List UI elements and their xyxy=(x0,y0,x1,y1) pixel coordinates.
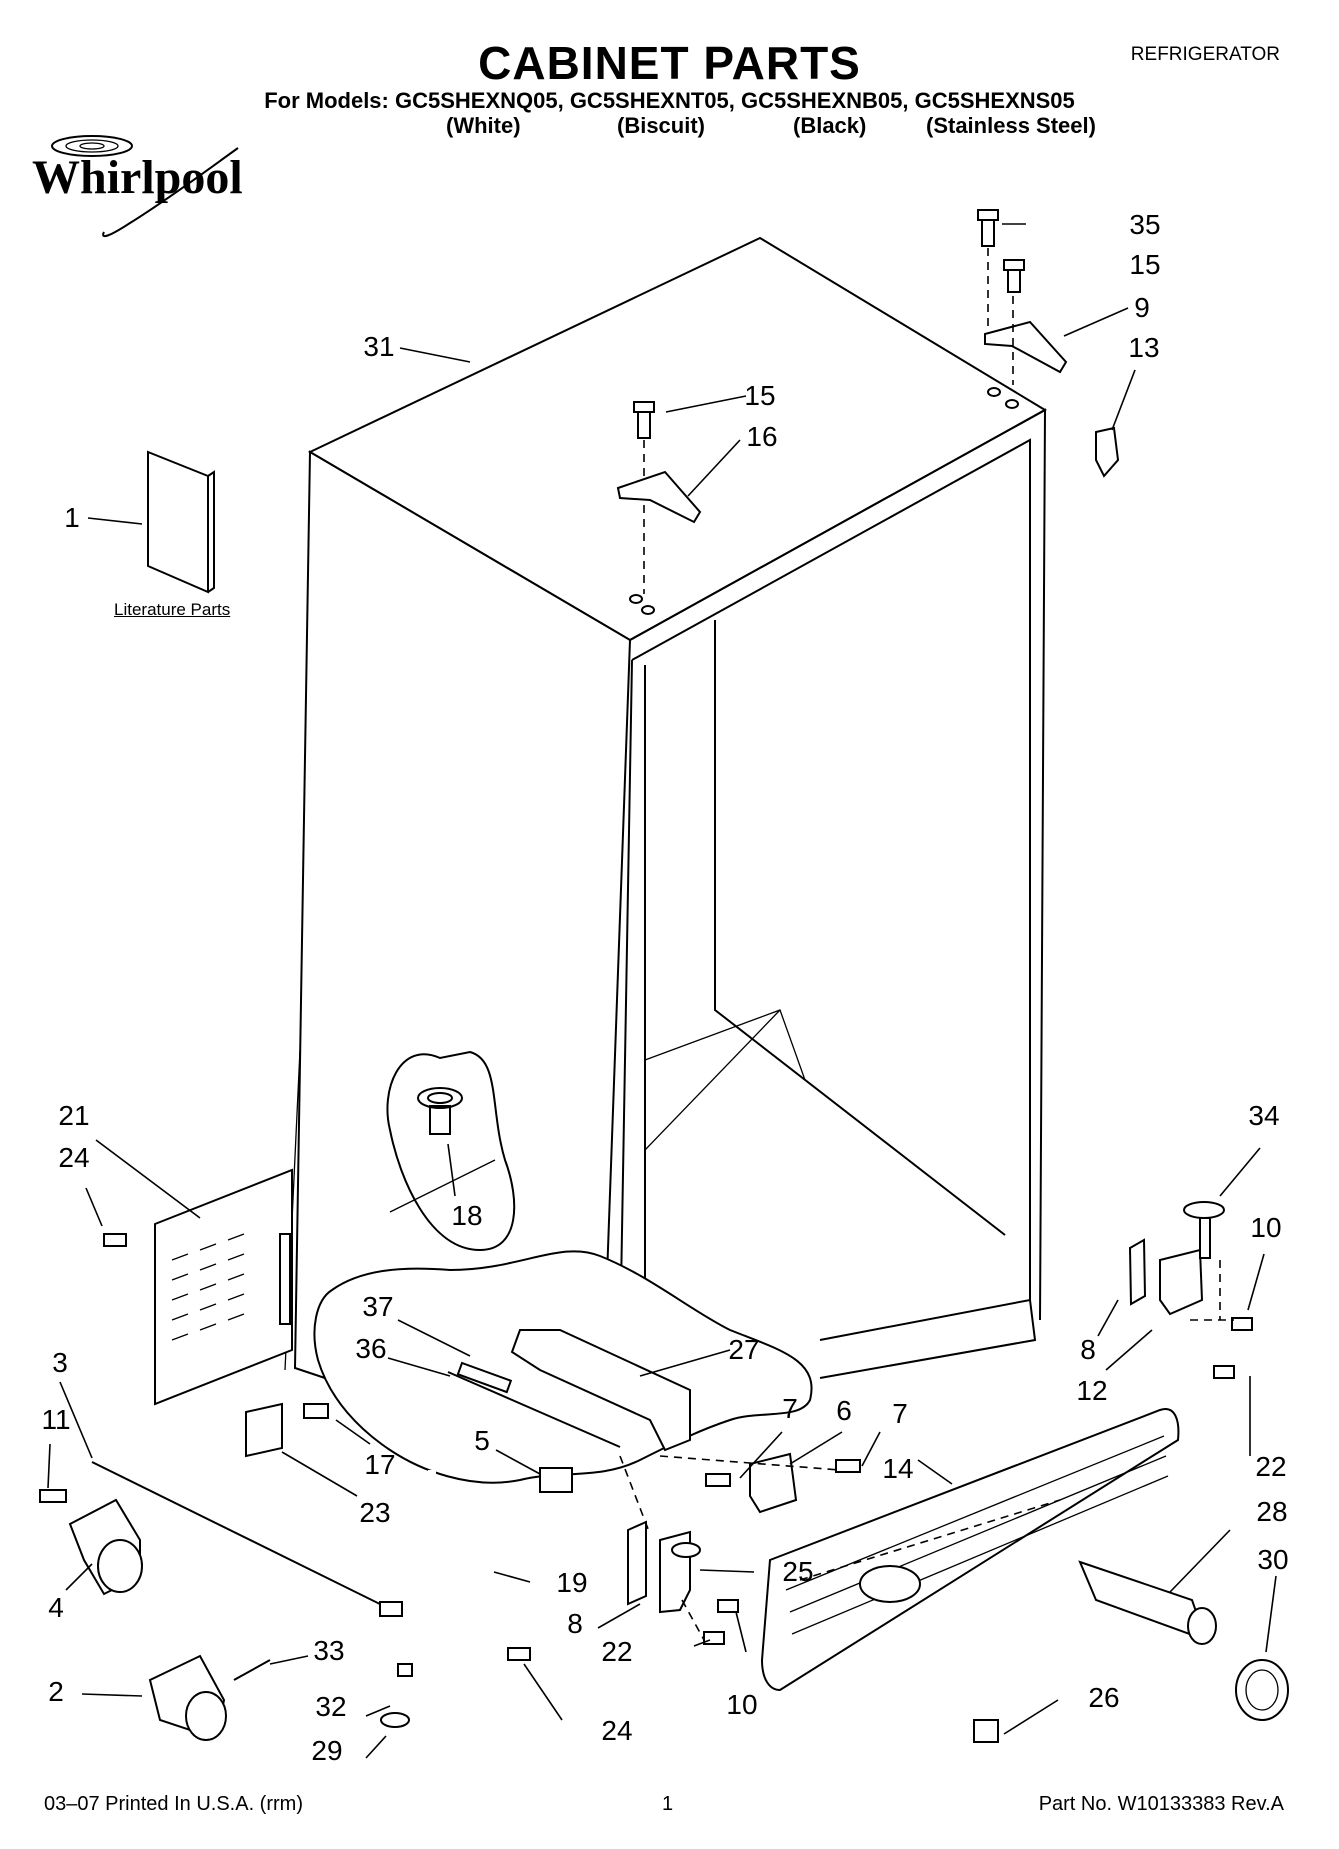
brand-name: Whirlpool xyxy=(32,151,243,204)
callout-3: 3 xyxy=(52,1347,68,1378)
callout-34: 34 xyxy=(1248,1100,1280,1131)
callout-6: 6 xyxy=(836,1395,852,1426)
callout-35: 35 xyxy=(1129,209,1161,240)
part-number: Part No. W10133383 Rev.A xyxy=(1038,1793,1284,1815)
top-hardware xyxy=(616,209,1120,594)
callout-24: 24 xyxy=(58,1142,90,1173)
callout-29: 29 xyxy=(311,1735,343,1766)
variant-biscuit: (Biscuit) xyxy=(617,113,705,138)
callout-11: 11 xyxy=(41,1404,71,1435)
drain-tube xyxy=(428,1470,498,1660)
callout-31: 31 xyxy=(363,331,395,362)
callout-27: 27 xyxy=(728,1334,760,1365)
literature-booklet xyxy=(147,450,209,594)
rear-access-panel xyxy=(154,1168,293,1406)
variant-black: (Black) xyxy=(793,113,867,138)
leveling-rod xyxy=(91,1461,393,1611)
callout-26: 26 xyxy=(1088,1682,1120,1713)
callout-25: 25 xyxy=(782,1556,814,1587)
callout-7: 7 xyxy=(782,1393,798,1424)
toe-grille xyxy=(760,1408,1180,1692)
water-valve-assembly xyxy=(510,1329,691,1452)
variant-stainless-steel: (Stainless Steel) xyxy=(926,113,1096,138)
callout-15b: 15 xyxy=(744,380,776,411)
callout-18: 18 xyxy=(451,1200,483,1231)
callout-28: 28 xyxy=(1256,1496,1288,1527)
cabinet-shell xyxy=(284,236,1047,1472)
callout-13: 13 xyxy=(1128,332,1160,363)
callout-15: 15 xyxy=(1129,249,1161,280)
callout-17: 17 xyxy=(364,1449,396,1480)
callout-37: 37 xyxy=(362,1291,394,1322)
literature-parts-label: Literature Parts xyxy=(114,600,231,619)
callout-30: 30 xyxy=(1257,1544,1289,1575)
callout-24b: 24 xyxy=(601,1715,633,1746)
callout-12: 12 xyxy=(1076,1375,1108,1406)
callout-9: 9 xyxy=(1134,292,1150,323)
whirlpool-logo xyxy=(51,135,239,238)
callout-4: 4 xyxy=(48,1592,64,1623)
callout-10b: 10 xyxy=(726,1689,758,1720)
callout-14: 14 xyxy=(882,1453,914,1484)
page-number: 1 xyxy=(662,1793,674,1815)
callout-23: 23 xyxy=(359,1497,391,1528)
callout-36: 36 xyxy=(355,1333,387,1364)
callout-33: 33 xyxy=(313,1635,345,1666)
callout-7b: 7 xyxy=(892,1398,908,1429)
callout-19: 19 xyxy=(556,1567,588,1598)
callout-22b: 22 xyxy=(601,1636,633,1667)
callout-8b: 8 xyxy=(567,1608,583,1639)
callout-1: 1 xyxy=(64,502,80,533)
hinge-cover xyxy=(1095,426,1120,478)
callout-2: 2 xyxy=(48,1676,64,1707)
appliance-category: REFRIGERATOR xyxy=(1130,44,1280,65)
page-title: CABINET PARTS xyxy=(478,37,861,89)
print-info: 03–07 Printed In U.S.A. (rrm) xyxy=(44,1793,303,1815)
filter-cap xyxy=(1235,1659,1289,1721)
callout-21: 21 xyxy=(58,1100,90,1131)
callout-16: 16 xyxy=(746,421,778,452)
callout-8: 8 xyxy=(1080,1334,1096,1365)
models-line: For Models: GC5SHEXNQ05, GC5SHEXNT05, GC… xyxy=(264,88,1075,113)
callout-32: 32 xyxy=(315,1691,347,1722)
callout-5: 5 xyxy=(474,1425,490,1456)
callout-22: 22 xyxy=(1255,1451,1287,1482)
callout-10: 10 xyxy=(1250,1212,1282,1243)
variant-white: (White) xyxy=(446,113,521,138)
